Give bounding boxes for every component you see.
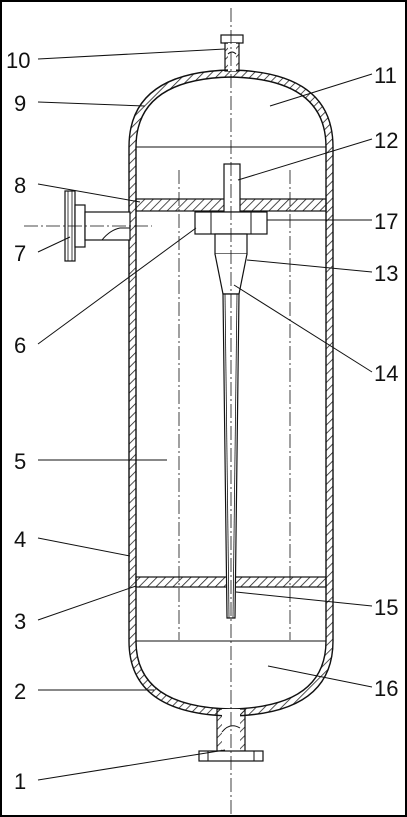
leader-lines [37,48,373,781]
callout-10: 10 [6,48,30,73]
callout-17: 17 [374,209,398,234]
callout-11: 11 [374,63,397,88]
callout-6: 6 [14,333,26,358]
callout-15: 15 [374,595,398,620]
callout-7: 7 [14,241,26,266]
callout-14: 14 [374,361,398,386]
callout-5: 5 [14,449,26,474]
callout-2: 2 [14,679,26,704]
callout-9: 9 [14,91,26,116]
callout-4: 4 [14,527,26,552]
callout-8: 8 [14,173,26,198]
center-lines [24,8,291,814]
callout-16: 16 [374,676,398,701]
callout-3: 3 [14,609,26,634]
callout-1: 1 [14,769,26,794]
callout-12: 12 [374,128,398,153]
cyclone-assembly [194,163,268,619]
top-outlet-nozzle [220,34,244,72]
callout-13: 13 [374,261,398,286]
